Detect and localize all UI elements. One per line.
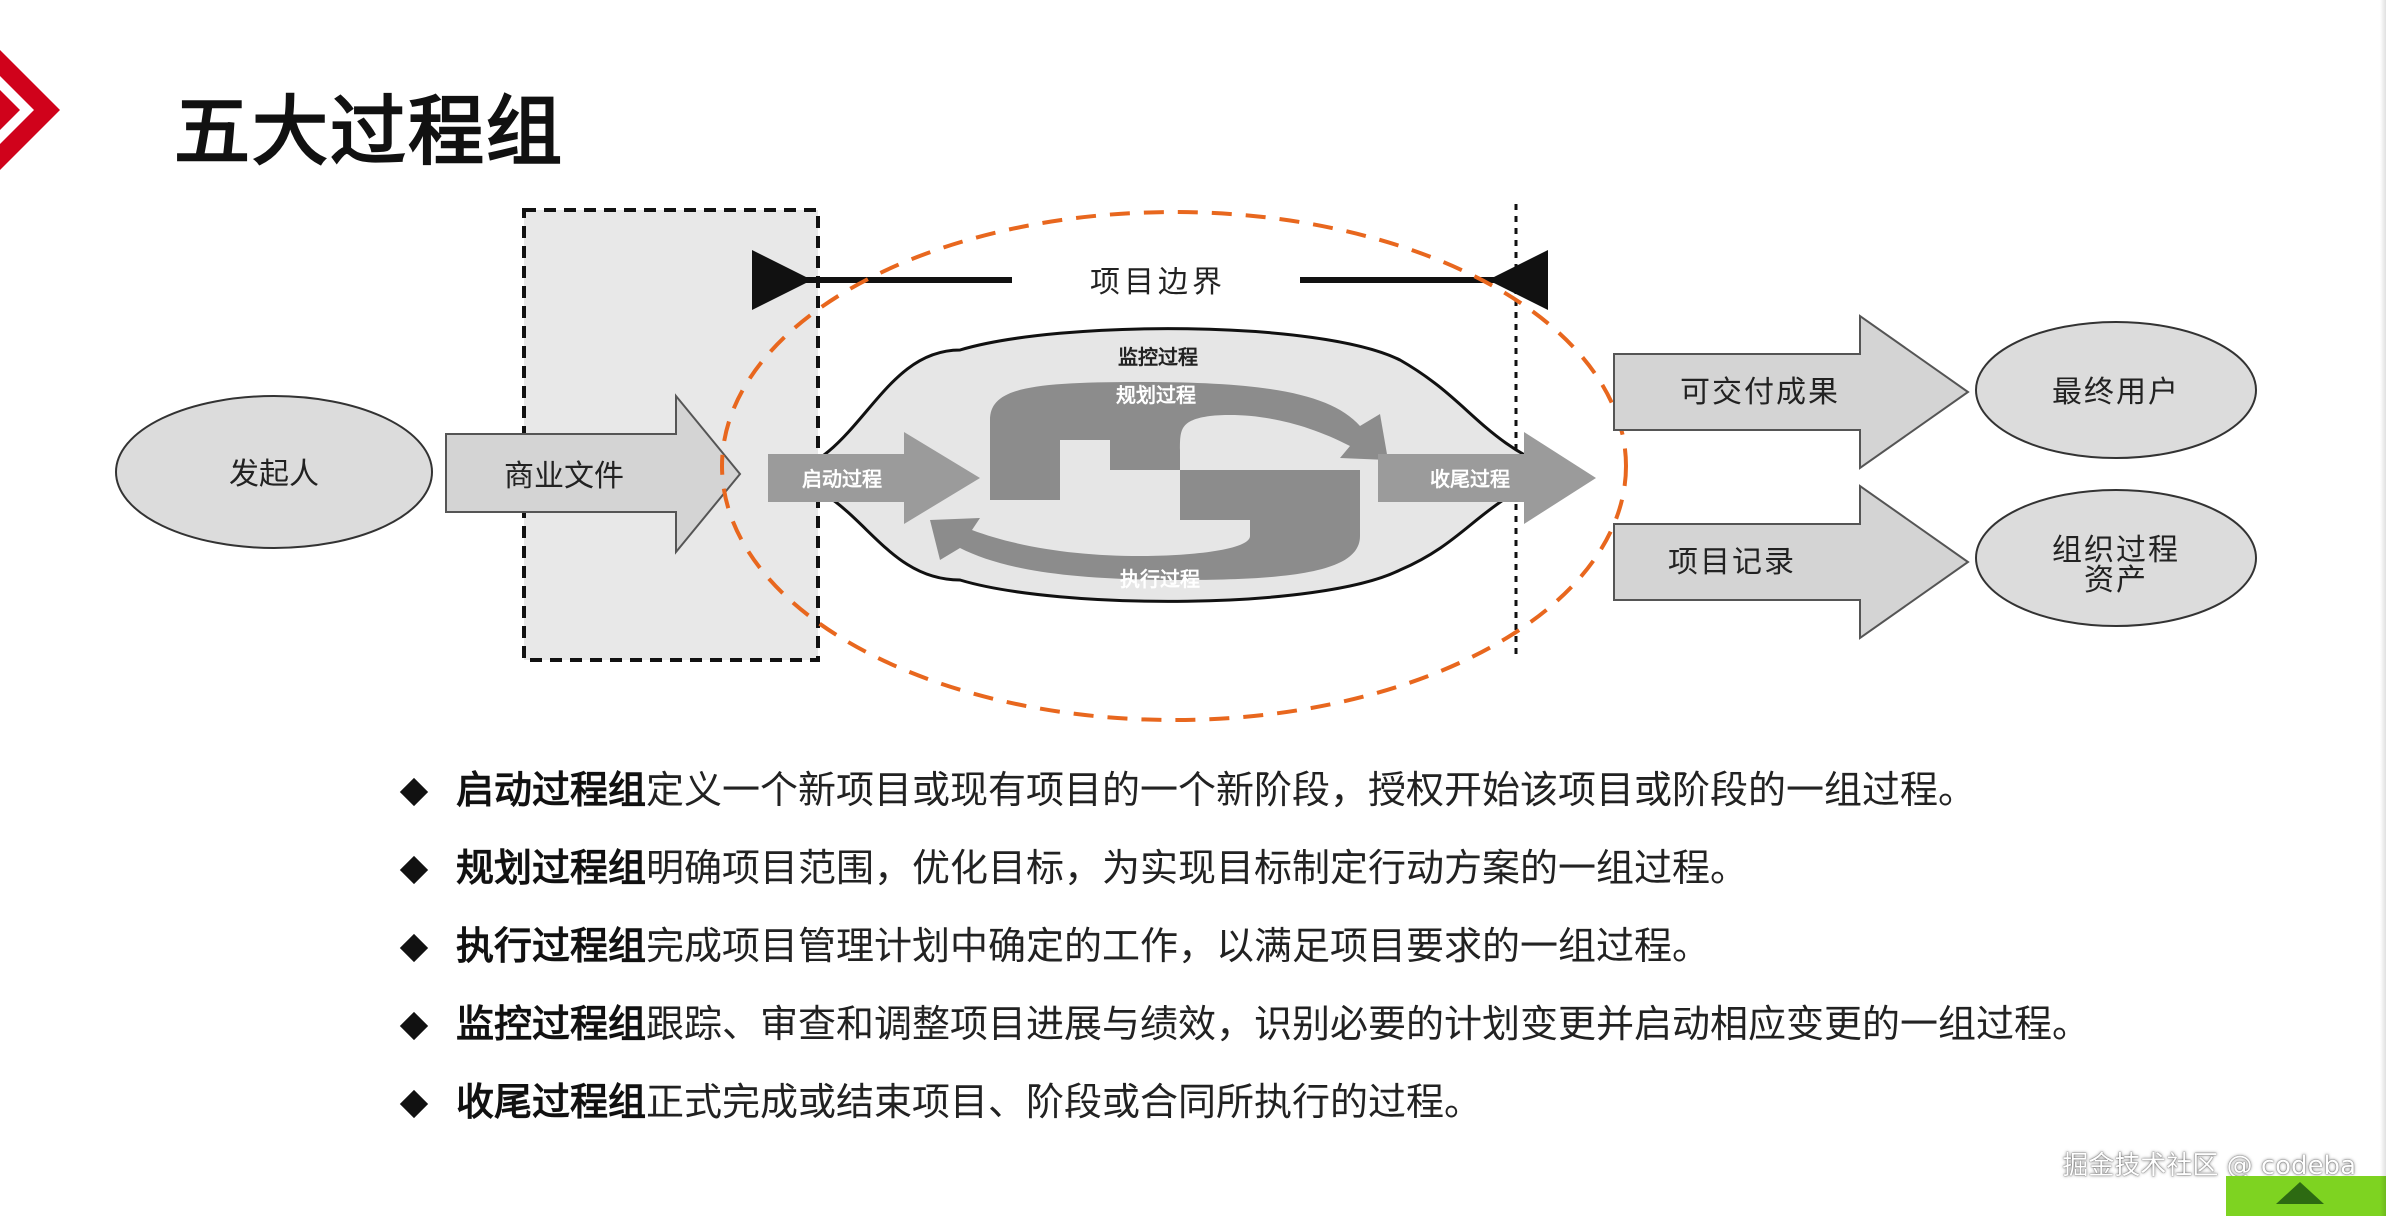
project-records-arrow bbox=[1613, 484, 1970, 640]
closing-arrow bbox=[1378, 432, 1596, 524]
bullet-term: 收尾过程组 bbox=[456, 1080, 647, 1124]
closing-label: 收尾过程 bbox=[1430, 467, 1510, 491]
diamond-bullet-icon bbox=[399, 777, 429, 807]
end-users-label: 最终用户 bbox=[2052, 375, 2180, 410]
deliverables-arrow bbox=[1613, 314, 1970, 470]
cycle-center-link bbox=[1180, 470, 1250, 520]
list-item: 启动过程组定义一个新项目或现有项目的一个新阶段，授权开始该项目或阶段的一组过程。 bbox=[399, 762, 2240, 818]
planning-cycle-arrow bbox=[990, 382, 1388, 500]
process-groups-diagram: 发起人 商业文件 启动过程 收尾过程 监控过程 规划过程 执行过程 项目边界 可… bbox=[115, 204, 2257, 722]
diamond-bullet-icon bbox=[399, 1011, 429, 1041]
project-records-label: 项目记录 bbox=[1668, 545, 1796, 580]
bullet-text: 定义一个新项目或现有项目的一个新阶段，授权开始该项目或阶段的一组过程。 bbox=[646, 768, 1977, 812]
list-item: 收尾过程组正式完成或结束项目、阶段或合同所执行的过程。 bbox=[399, 1074, 2240, 1130]
deliverables-label: 可交付成果 bbox=[1680, 375, 1840, 410]
sponsor-label: 发起人 bbox=[229, 457, 319, 492]
bullet-text: 正式完成或结束项目、阶段或合同所执行的过程。 bbox=[646, 1080, 1483, 1124]
corner-chevron-logo bbox=[0, 50, 60, 170]
initiating-arrow bbox=[768, 432, 980, 524]
business-docs-label: 商业文件 bbox=[504, 459, 624, 494]
process-group-descriptions: 启动过程组定义一个新项目或现有项目的一个新阶段，授权开始该项目或阶段的一组过程。… bbox=[399, 762, 2240, 1152]
monitoring-label: 监控过程 bbox=[1118, 345, 1198, 369]
org-assets-ellipse bbox=[1975, 489, 2257, 627]
bullet-text: 完成项目管理计划中确定的工作，以满足项目要求的一组过程。 bbox=[646, 924, 1711, 968]
arrow-up-icon bbox=[2276, 1182, 2324, 1204]
executing-label: 执行过程 bbox=[1120, 567, 1200, 591]
scroll-top-button[interactable] bbox=[2226, 1176, 2386, 1216]
org-assets-label-line2: 资产 bbox=[2084, 563, 2148, 598]
list-item: 执行过程组完成项目管理计划中确定的工作，以满足项目要求的一组过程。 bbox=[399, 918, 2240, 974]
bullet-text: 明确项目范围，优化目标，为实现目标制定行动方案的一组过程。 bbox=[646, 846, 1749, 890]
bullet-term: 监控过程组 bbox=[456, 1002, 647, 1046]
scroll-edge-shadow bbox=[2380, 0, 2386, 1216]
list-item: 规划过程组明确项目范围，优化目标，为实现目标制定行动方案的一组过程。 bbox=[399, 840, 2240, 896]
page-title: 五大过程组 bbox=[174, 87, 564, 176]
executing-cycle-arrow bbox=[930, 470, 1360, 580]
initiating-label: 启动过程 bbox=[802, 467, 882, 491]
list-item: 监控过程组跟踪、审查和调整项目进展与绩效，识别必要的计划变更并启动相应变更的一组… bbox=[399, 996, 2240, 1052]
sponsor-ellipse bbox=[115, 395, 433, 549]
bullet-text: 跟踪、审查和调整项目进展与绩效，识别必要的计划变更并启动相应变更的一组过程。 bbox=[646, 1002, 2091, 1046]
project-boundary-ellipse bbox=[720, 210, 1628, 722]
bullet-term: 规划过程组 bbox=[456, 846, 647, 890]
org-assets-label-line1: 组织过程 bbox=[2052, 533, 2180, 568]
planning-label: 规划过程 bbox=[1116, 383, 1196, 407]
diamond-bullet-icon bbox=[399, 855, 429, 885]
bullet-term: 启动过程组 bbox=[456, 768, 647, 812]
project-boundary-label: 项目边界 bbox=[1090, 265, 1226, 300]
end-users-ellipse bbox=[1975, 321, 2257, 459]
bullet-term: 执行过程组 bbox=[456, 924, 647, 968]
business-docs-arrow bbox=[445, 393, 742, 555]
diamond-bullet-icon bbox=[399, 933, 429, 963]
diamond-bullet-icon bbox=[399, 1089, 429, 1119]
